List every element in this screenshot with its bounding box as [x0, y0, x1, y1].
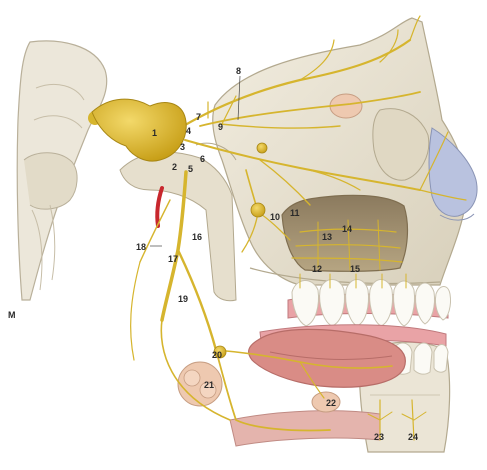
label-24: 24: [408, 432, 418, 442]
label-1: 1: [152, 128, 157, 138]
label-15: 15: [350, 264, 360, 274]
label-17: 17: [168, 254, 178, 264]
label-11: 11: [290, 208, 300, 218]
label-9: 9: [218, 122, 223, 132]
label-18: 18: [136, 242, 146, 252]
label-19: 19: [178, 294, 188, 304]
label-7: 7: [196, 112, 201, 122]
label-2: 2: [172, 162, 177, 172]
label-22: 22: [326, 398, 336, 408]
label-20: 20: [212, 350, 222, 360]
label-23: 23: [374, 432, 384, 442]
trigeminal-ganglion: [92, 99, 186, 161]
label-12: 12: [312, 264, 322, 274]
label-8: 8: [236, 66, 241, 76]
label-14: 14: [342, 224, 352, 234]
label-13: 13: [322, 232, 332, 242]
corner-mark: M: [8, 310, 16, 320]
label-10: 10: [270, 212, 280, 222]
upper-teeth: [292, 280, 451, 327]
label-3: 3: [180, 142, 185, 152]
brainstem: [17, 41, 107, 300]
pterygopalatine-ganglion: [251, 203, 265, 217]
label-16: 16: [192, 232, 202, 242]
label-21: 21: [204, 380, 214, 390]
ciliary-ganglion: [257, 143, 267, 153]
floor-of-mouth: [230, 411, 380, 446]
label-4: 4: [186, 126, 191, 136]
label-6: 6: [200, 154, 205, 164]
label-5: 5: [188, 164, 193, 174]
gland-21: [178, 362, 222, 406]
